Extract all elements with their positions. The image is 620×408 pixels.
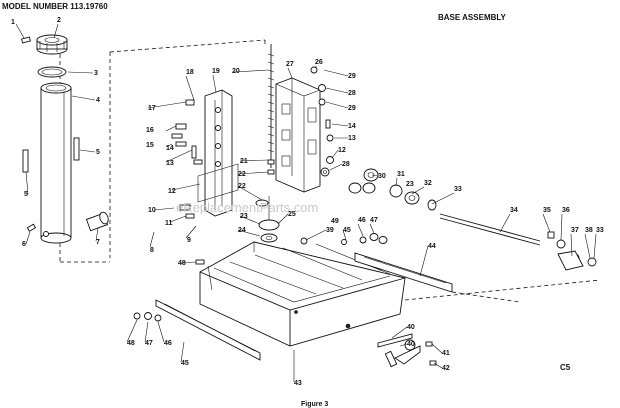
callout-label: 48	[178, 260, 186, 267]
callout-label: 28	[342, 161, 350, 168]
callout-label: 29	[348, 105, 356, 112]
callout-label: 46	[164, 340, 172, 347]
callout-label: 35	[543, 207, 551, 214]
callout-label: 27	[286, 61, 294, 68]
callout-label: 2	[57, 17, 61, 24]
column-nut-part	[36, 34, 68, 55]
bolt-part	[171, 99, 331, 219]
diagram-title: BASE ASSEMBLY	[438, 13, 507, 22]
callout-label: 40	[407, 324, 415, 331]
column-support-part	[275, 77, 321, 193]
callout-label: 13	[348, 135, 356, 142]
model-number-label: MODEL NUMBER 113.19760	[2, 2, 108, 11]
crank-handle-part	[377, 333, 421, 368]
callout-label: 28	[348, 90, 356, 97]
callout-label: 13	[166, 160, 174, 167]
page-code: C5	[560, 363, 571, 372]
side-rail-left-part	[155, 299, 261, 361]
callout-label: 23	[240, 213, 248, 220]
base-frame-part	[199, 241, 406, 347]
column-ring-part	[37, 66, 67, 78]
key-part-left	[22, 149, 29, 173]
callout-label: 34	[510, 207, 518, 214]
callout-label: 11	[165, 220, 173, 227]
callout-label: 42	[442, 365, 450, 372]
callout-label: 31	[397, 171, 405, 178]
figure-label: Figure 3	[301, 401, 328, 408]
callout-label: 12	[168, 188, 176, 195]
dashed-group-outline	[60, 39, 266, 263]
callout-label: 41	[442, 350, 450, 357]
callout-label: 17	[148, 105, 156, 112]
callout-label: 47	[370, 217, 378, 224]
watermark-text: eReplacementParts.com	[176, 200, 318, 215]
bracket-assembly-part	[197, 89, 239, 217]
column-tube-part	[40, 82, 72, 244]
callout-label: 33	[454, 186, 462, 193]
callout-label: 7	[96, 239, 100, 246]
rail-fasteners-part	[133, 259, 437, 366]
callout-label: 15	[146, 142, 154, 149]
callout-label: 24	[238, 227, 246, 234]
callout-label: 21	[240, 158, 248, 165]
callout-label: 26	[315, 59, 323, 66]
callout-label: 3	[94, 70, 98, 77]
lead-screw-part	[439, 213, 597, 271]
callout-label: 37	[571, 227, 579, 234]
callout-label: 5	[96, 149, 100, 156]
callout-label: 5	[24, 191, 28, 198]
callout-label: 46	[358, 217, 366, 224]
key-part-right	[73, 137, 80, 161]
callout-label: 25	[288, 211, 296, 218]
dashed-trace-right	[404, 279, 601, 303]
small-screw-part	[21, 36, 31, 44]
callout-label: 12	[338, 147, 346, 154]
callout-label: 23	[406, 181, 414, 188]
callout-label: 6	[22, 241, 26, 248]
leader-lines	[15, 23, 597, 382]
callout-label: 14	[166, 145, 174, 152]
callout-label: 49	[331, 218, 339, 225]
callout-label: 1	[11, 19, 15, 26]
callout-label: 18	[186, 69, 194, 76]
callout-label: 22	[238, 183, 246, 190]
hex-nut-part	[310, 66, 334, 177]
crank-gear-part	[255, 196, 280, 243]
callout-label: 20	[232, 68, 240, 75]
callout-label: 9	[187, 237, 191, 244]
callout-label: 44	[428, 243, 436, 250]
callout-label: 36	[562, 207, 570, 214]
washer-group-part	[300, 168, 437, 245]
callout-label: 40	[407, 341, 415, 348]
column-collar-part	[85, 211, 109, 232]
callout-label: 32	[424, 180, 432, 187]
callout-label: 14	[348, 123, 356, 130]
callout-labels: 1 2 3 4 5 5 6 7 8 9 10 11 12 12 13 13 14…	[11, 17, 604, 387]
callout-label: 48	[127, 340, 135, 347]
callout-label: 33	[596, 227, 604, 234]
callout-label: 43	[294, 380, 302, 387]
callout-label: 29	[348, 73, 356, 80]
callout-label: 30	[378, 173, 386, 180]
callout-label: 19	[212, 68, 220, 75]
callout-label: 39	[326, 227, 334, 234]
callout-label: 22	[238, 171, 246, 178]
elevation-screw-part	[267, 44, 275, 168]
callout-label: 45	[343, 227, 351, 234]
callout-label: 45	[181, 360, 189, 367]
callout-label: 38	[585, 227, 593, 234]
column-pin-part	[26, 223, 37, 232]
callout-label: 4	[96, 97, 100, 104]
callout-label: 10	[148, 207, 156, 214]
callout-label: 16	[146, 127, 154, 134]
callout-label: 8	[150, 247, 154, 254]
callout-label: 47	[145, 340, 153, 347]
